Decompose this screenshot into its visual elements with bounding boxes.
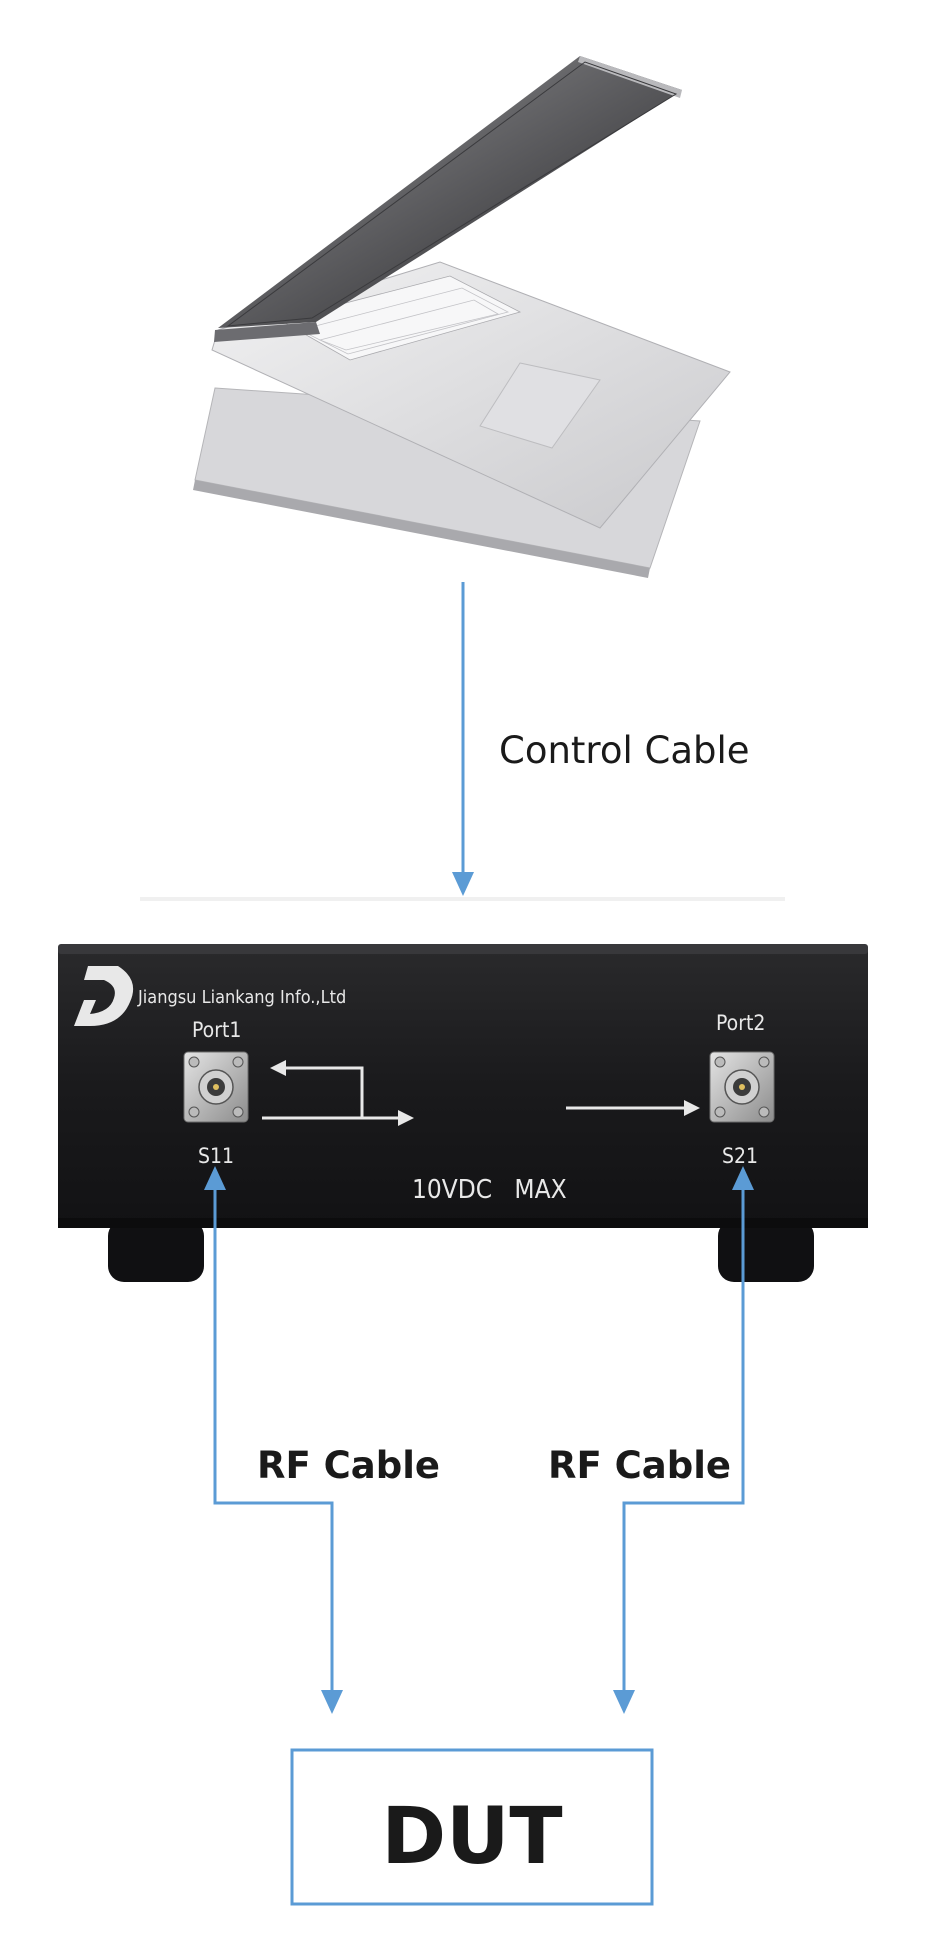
rf-cable-right	[613, 1166, 754, 1714]
s21-label: S21	[722, 1144, 758, 1168]
port2-connector	[709, 1051, 775, 1123]
brand-text: Jiangsu Liankang Info.,Ltd	[137, 987, 346, 1008]
company-logo-icon	[74, 966, 134, 1026]
laptop-image	[193, 56, 731, 578]
port2-label: Port2	[716, 1011, 765, 1035]
control-cable-label: Control Cable	[499, 729, 750, 772]
device-front-panel	[58, 944, 868, 1228]
rf-cable-left-label: RF Cable	[257, 1444, 440, 1487]
keyboard-keys	[278, 275, 522, 361]
port1-connector	[183, 1051, 249, 1123]
device-foot-left	[108, 1220, 204, 1282]
port1-label: Port1	[192, 1018, 241, 1042]
rf-cable-right-label: RF Cable	[548, 1444, 731, 1487]
control-cable-arrowhead	[452, 872, 474, 896]
device-foot-right	[718, 1220, 814, 1282]
vna-device: Jiangsu Liankang Info.,Ltd Port1 S11 Por…	[58, 897, 868, 1282]
rf-cable-left	[204, 1166, 343, 1714]
voltage-label: 10VDC MAX	[412, 1175, 567, 1205]
s11-label: S11	[198, 1144, 234, 1168]
transmission-arrow-icon	[566, 1100, 700, 1116]
dut-label: DUT	[381, 1792, 562, 1882]
reflection-arrow-icon	[262, 1060, 414, 1126]
dut-box	[290, 1748, 654, 1906]
